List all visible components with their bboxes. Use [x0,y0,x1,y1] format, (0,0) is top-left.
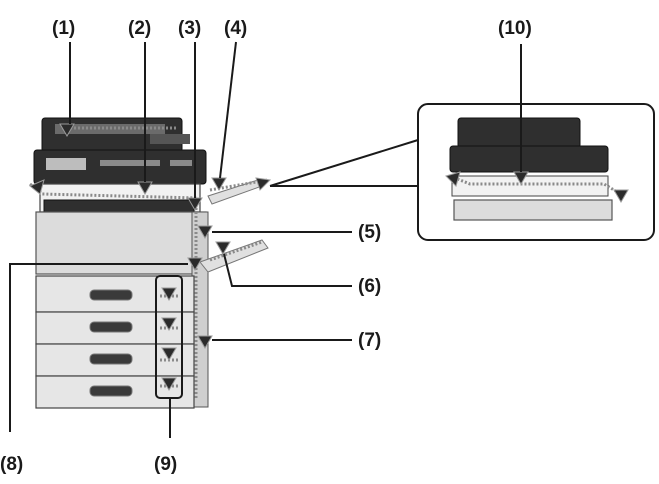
inset-control-panel [449,145,609,173]
callout-5: (5) [358,222,381,243]
arrow-marker-9c [161,347,177,361]
arrow-marker-7 [197,335,213,349]
bypass-tray [199,239,269,273]
leader-lines [9,41,522,438]
tray-4-handle [89,385,133,397]
callout-labels: (1) (2) (3) (4) (5) (6) (7) (8) (9) (10) [0,18,532,475]
inset-body [453,199,613,221]
callout-3: (3) [178,18,201,39]
callout-7: (7) [358,330,381,351]
arrow-marker-5 [197,225,213,239]
leader-4 [219,41,237,179]
arrow-marker-9b [161,317,177,331]
tray-2-handle [89,321,133,333]
arrow-marker-9a [161,287,177,301]
callout-6: (6) [358,276,381,297]
inset-pointer-line-top [269,139,419,187]
callout-10: (10) [498,18,532,39]
arrow-marker-8 [187,257,203,271]
callout-1: (1) [52,18,75,39]
jam-location-arrows [29,123,272,391]
callout-8: (8) [0,454,23,475]
leader-1b [60,42,70,124]
inset-paper-path [449,174,625,198]
callout-4: (4) [224,18,247,39]
inset-exit-arrow-left [445,171,461,187]
arrow-marker-4 [211,177,227,191]
callout-2: (2) [128,18,151,39]
leader-6 [223,253,352,287]
callout-9: (9) [154,454,177,475]
control-panel [33,149,207,185]
arrow-marker-6 [215,241,231,255]
tray-1-handle [89,289,133,301]
inset-exit-arrow-right [613,189,629,203]
arrow-marker-9d [161,377,177,391]
arrow-marker-1 [59,123,75,137]
exit-arrow-left [29,179,45,195]
leader-8 [9,263,188,432]
tray-3-handle [89,353,133,365]
inset-output-area [451,175,609,197]
document-feeder [41,117,190,153]
inset-feeder [457,117,581,149]
inset-detail [269,103,655,241]
exit-arrow-right [255,177,272,191]
